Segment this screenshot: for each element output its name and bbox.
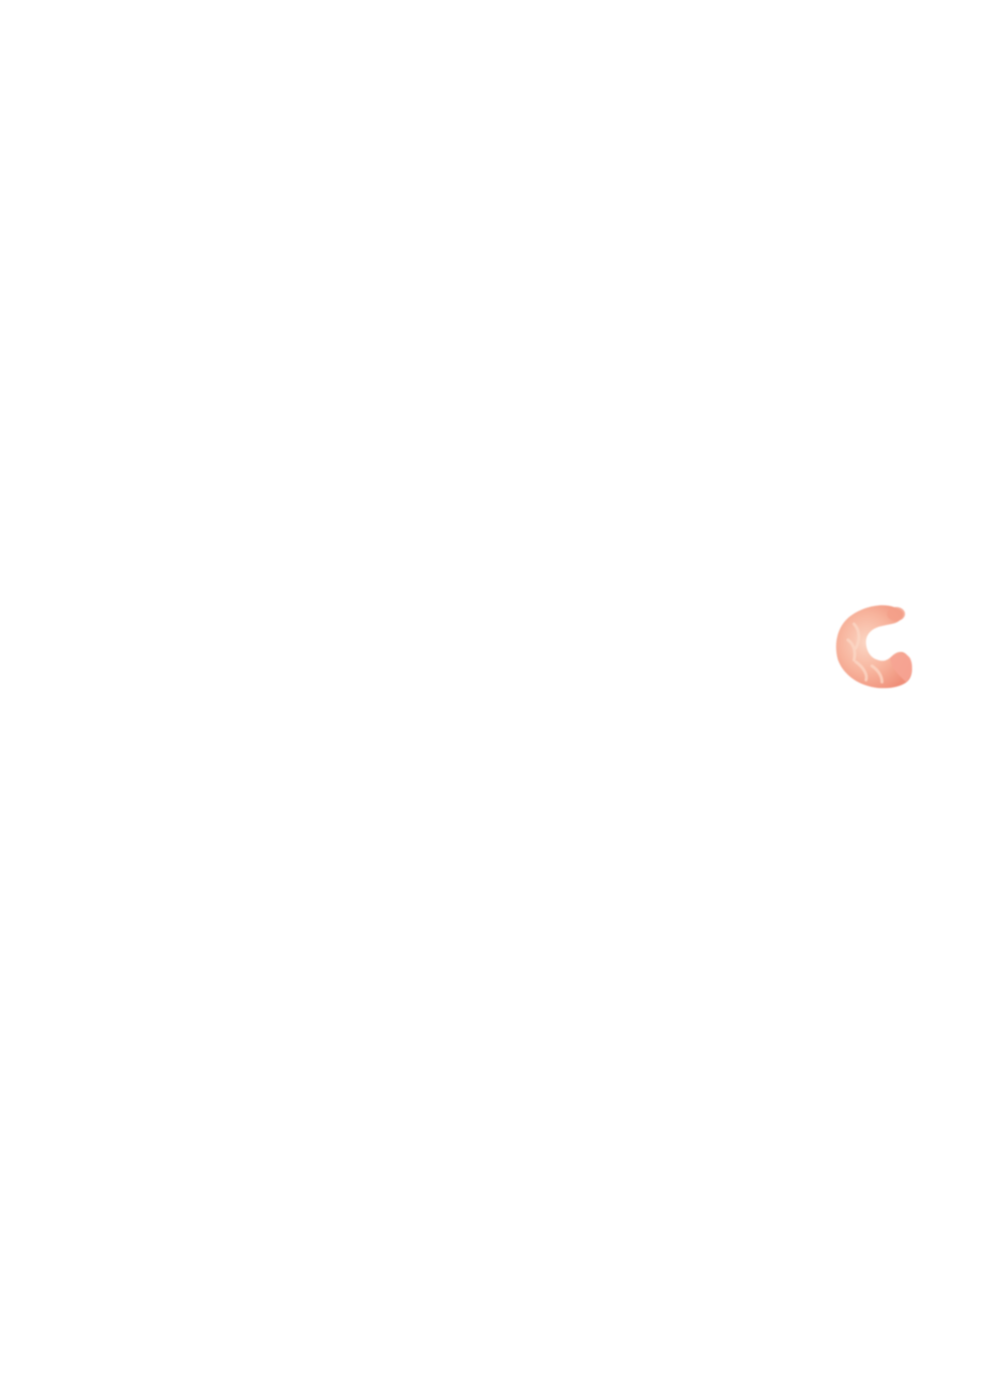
shrimp-icon [836,605,913,689]
shrimp-image [826,596,922,696]
shrimp-tail [890,653,913,682]
shrimp-head [887,607,905,621]
shrimp-segments [846,622,884,684]
